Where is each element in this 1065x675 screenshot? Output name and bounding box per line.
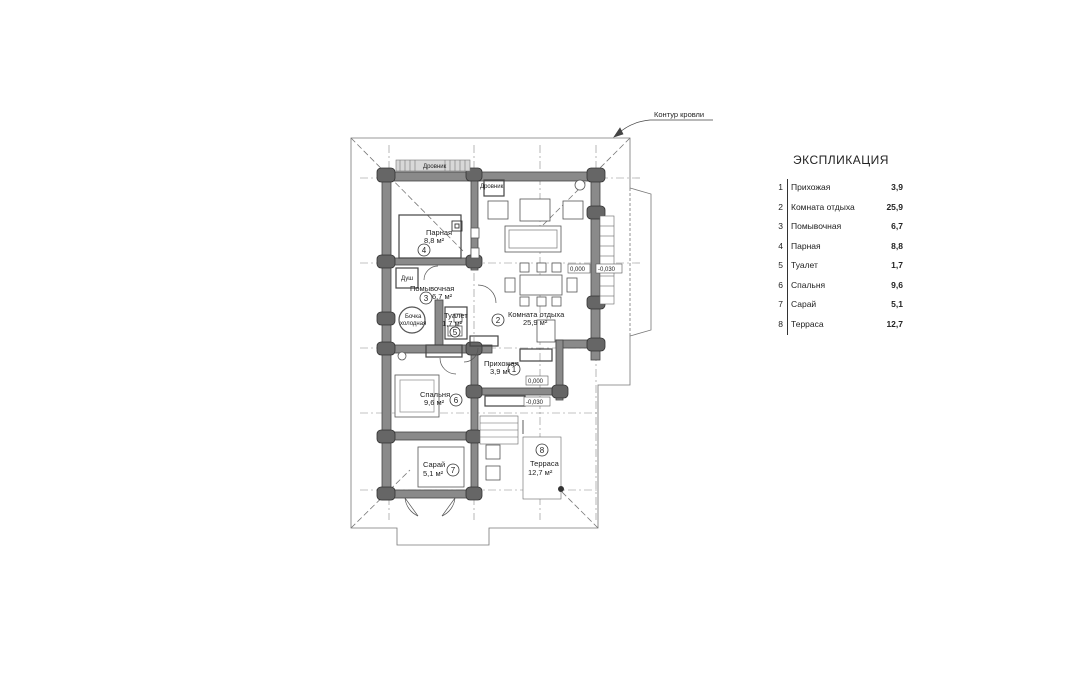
furniture [394, 179, 586, 488]
explication-n: 6 [778, 279, 783, 290]
explication-name: Сарай [791, 299, 817, 309]
woodpile-hatch [395, 159, 471, 172]
log-ends [376, 167, 606, 501]
explication-row: 2 Комната отдыха 25,9 [773, 197, 903, 217]
level-porch: -0,030 [598, 267, 616, 273]
explication-area: 1,7 [891, 260, 903, 270]
explication-divider [787, 179, 788, 335]
room-3-name: Помывочная [410, 284, 454, 293]
explication-n: 3 [778, 221, 783, 231]
explication-n: 7 [778, 299, 783, 309]
explication-name: Спальня [791, 279, 826, 290]
terrace-marker [558, 486, 564, 492]
room-4-area: 8,8 м² [424, 236, 445, 245]
level-entry: 0,000 [528, 379, 544, 385]
room-6-number: 6 [454, 396, 459, 405]
barrel-label-2: холодная [400, 321, 426, 327]
explication-n: 4 [778, 240, 783, 251]
room-5-name: Туалет [444, 311, 468, 320]
explication-area: 9,6 [891, 279, 903, 290]
explication-area: 5,1 [891, 299, 903, 309]
level-markers [523, 263, 623, 407]
room-7-name: Сарай [423, 460, 445, 469]
room-2-area: 25,9 м² [523, 318, 548, 327]
explication-area: 12,7 [886, 318, 903, 329]
explication-n: 5 [778, 260, 783, 270]
explication-n: 8 [778, 318, 783, 329]
explication-row: 8 Терраса 12,7 [773, 314, 903, 334]
room-1-number: 1 [512, 365, 517, 374]
explication-n: 1 [778, 182, 783, 192]
explication-area: 3,9 [891, 182, 903, 192]
explication-rows: 1 Прихожая 3,9 2 Комната отдыха 25,9 3 Помывочн… [773, 177, 903, 333]
explication-name: Комната отдыха [791, 201, 855, 212]
explication-name: Терраса [791, 318, 824, 329]
explication-row: 1 Прихожая 3,9 [773, 177, 903, 197]
firewood-label-2: Дровник [480, 184, 504, 190]
room-8-name: Терраса [530, 459, 560, 468]
doors [404, 265, 497, 517]
room-3-number: 3 [424, 294, 429, 303]
heater [451, 220, 463, 232]
room-1-name: Прихожая [484, 359, 519, 368]
explication-name: Прихожая [791, 182, 831, 192]
room-2-number: 2 [496, 316, 501, 325]
room-7-area: 5,1 м² [423, 469, 444, 478]
room-2-name: Комната отдыха [508, 310, 565, 319]
explication-name: Помывочная [791, 221, 842, 231]
room-6-name: Спальня [420, 390, 450, 399]
explication-row: 3 Помывочная 6,7 [773, 216, 903, 236]
explication-row: 7 Сарай 5,1 [773, 294, 903, 314]
explication-area: 6,7 [891, 221, 903, 231]
roof-contour-label: Контур кровли [654, 110, 704, 119]
explication-row: 4 Парная 8,8 [773, 236, 903, 256]
roof-outline [350, 137, 652, 546]
room-6-area: 9,6 м² [424, 398, 445, 407]
room-7-number: 7 [451, 466, 456, 475]
explication-area: 25,9 [886, 201, 903, 212]
explication-area: 8,8 [891, 240, 903, 251]
room-4-name: Парная [426, 228, 452, 237]
explication-name: Парная [791, 240, 821, 251]
room-8-area: 12,7 м² [528, 468, 553, 477]
level-terrace: -0,030 [526, 400, 544, 406]
room-number-circles [417, 243, 549, 477]
shower-label: Душ [401, 276, 413, 282]
room-1-area: 3,9 м² [490, 367, 511, 376]
barrel-label-1: Бочка [405, 314, 422, 320]
roof-callout [613, 119, 713, 138]
room-4-number: 4 [422, 246, 427, 255]
room-5-area: 1,7 м² [442, 319, 463, 328]
explication-title: ЭКСПЛИКАЦИЯ [793, 153, 889, 167]
explication-n: 2 [778, 201, 783, 212]
firewood-label-1: Дровник [423, 164, 447, 170]
explication-row: 5 Туалет 1,7 [773, 255, 903, 275]
room-5-number: 5 [453, 328, 458, 337]
room-8-number: 8 [540, 446, 545, 455]
log-walls [381, 171, 601, 501]
explication-row: 6 Спальня 9,6 [773, 275, 903, 295]
level-main: 0,000 [570, 267, 586, 273]
explication-name: Туалет [791, 260, 818, 270]
room-3-area: 6,7 м² [432, 292, 453, 301]
